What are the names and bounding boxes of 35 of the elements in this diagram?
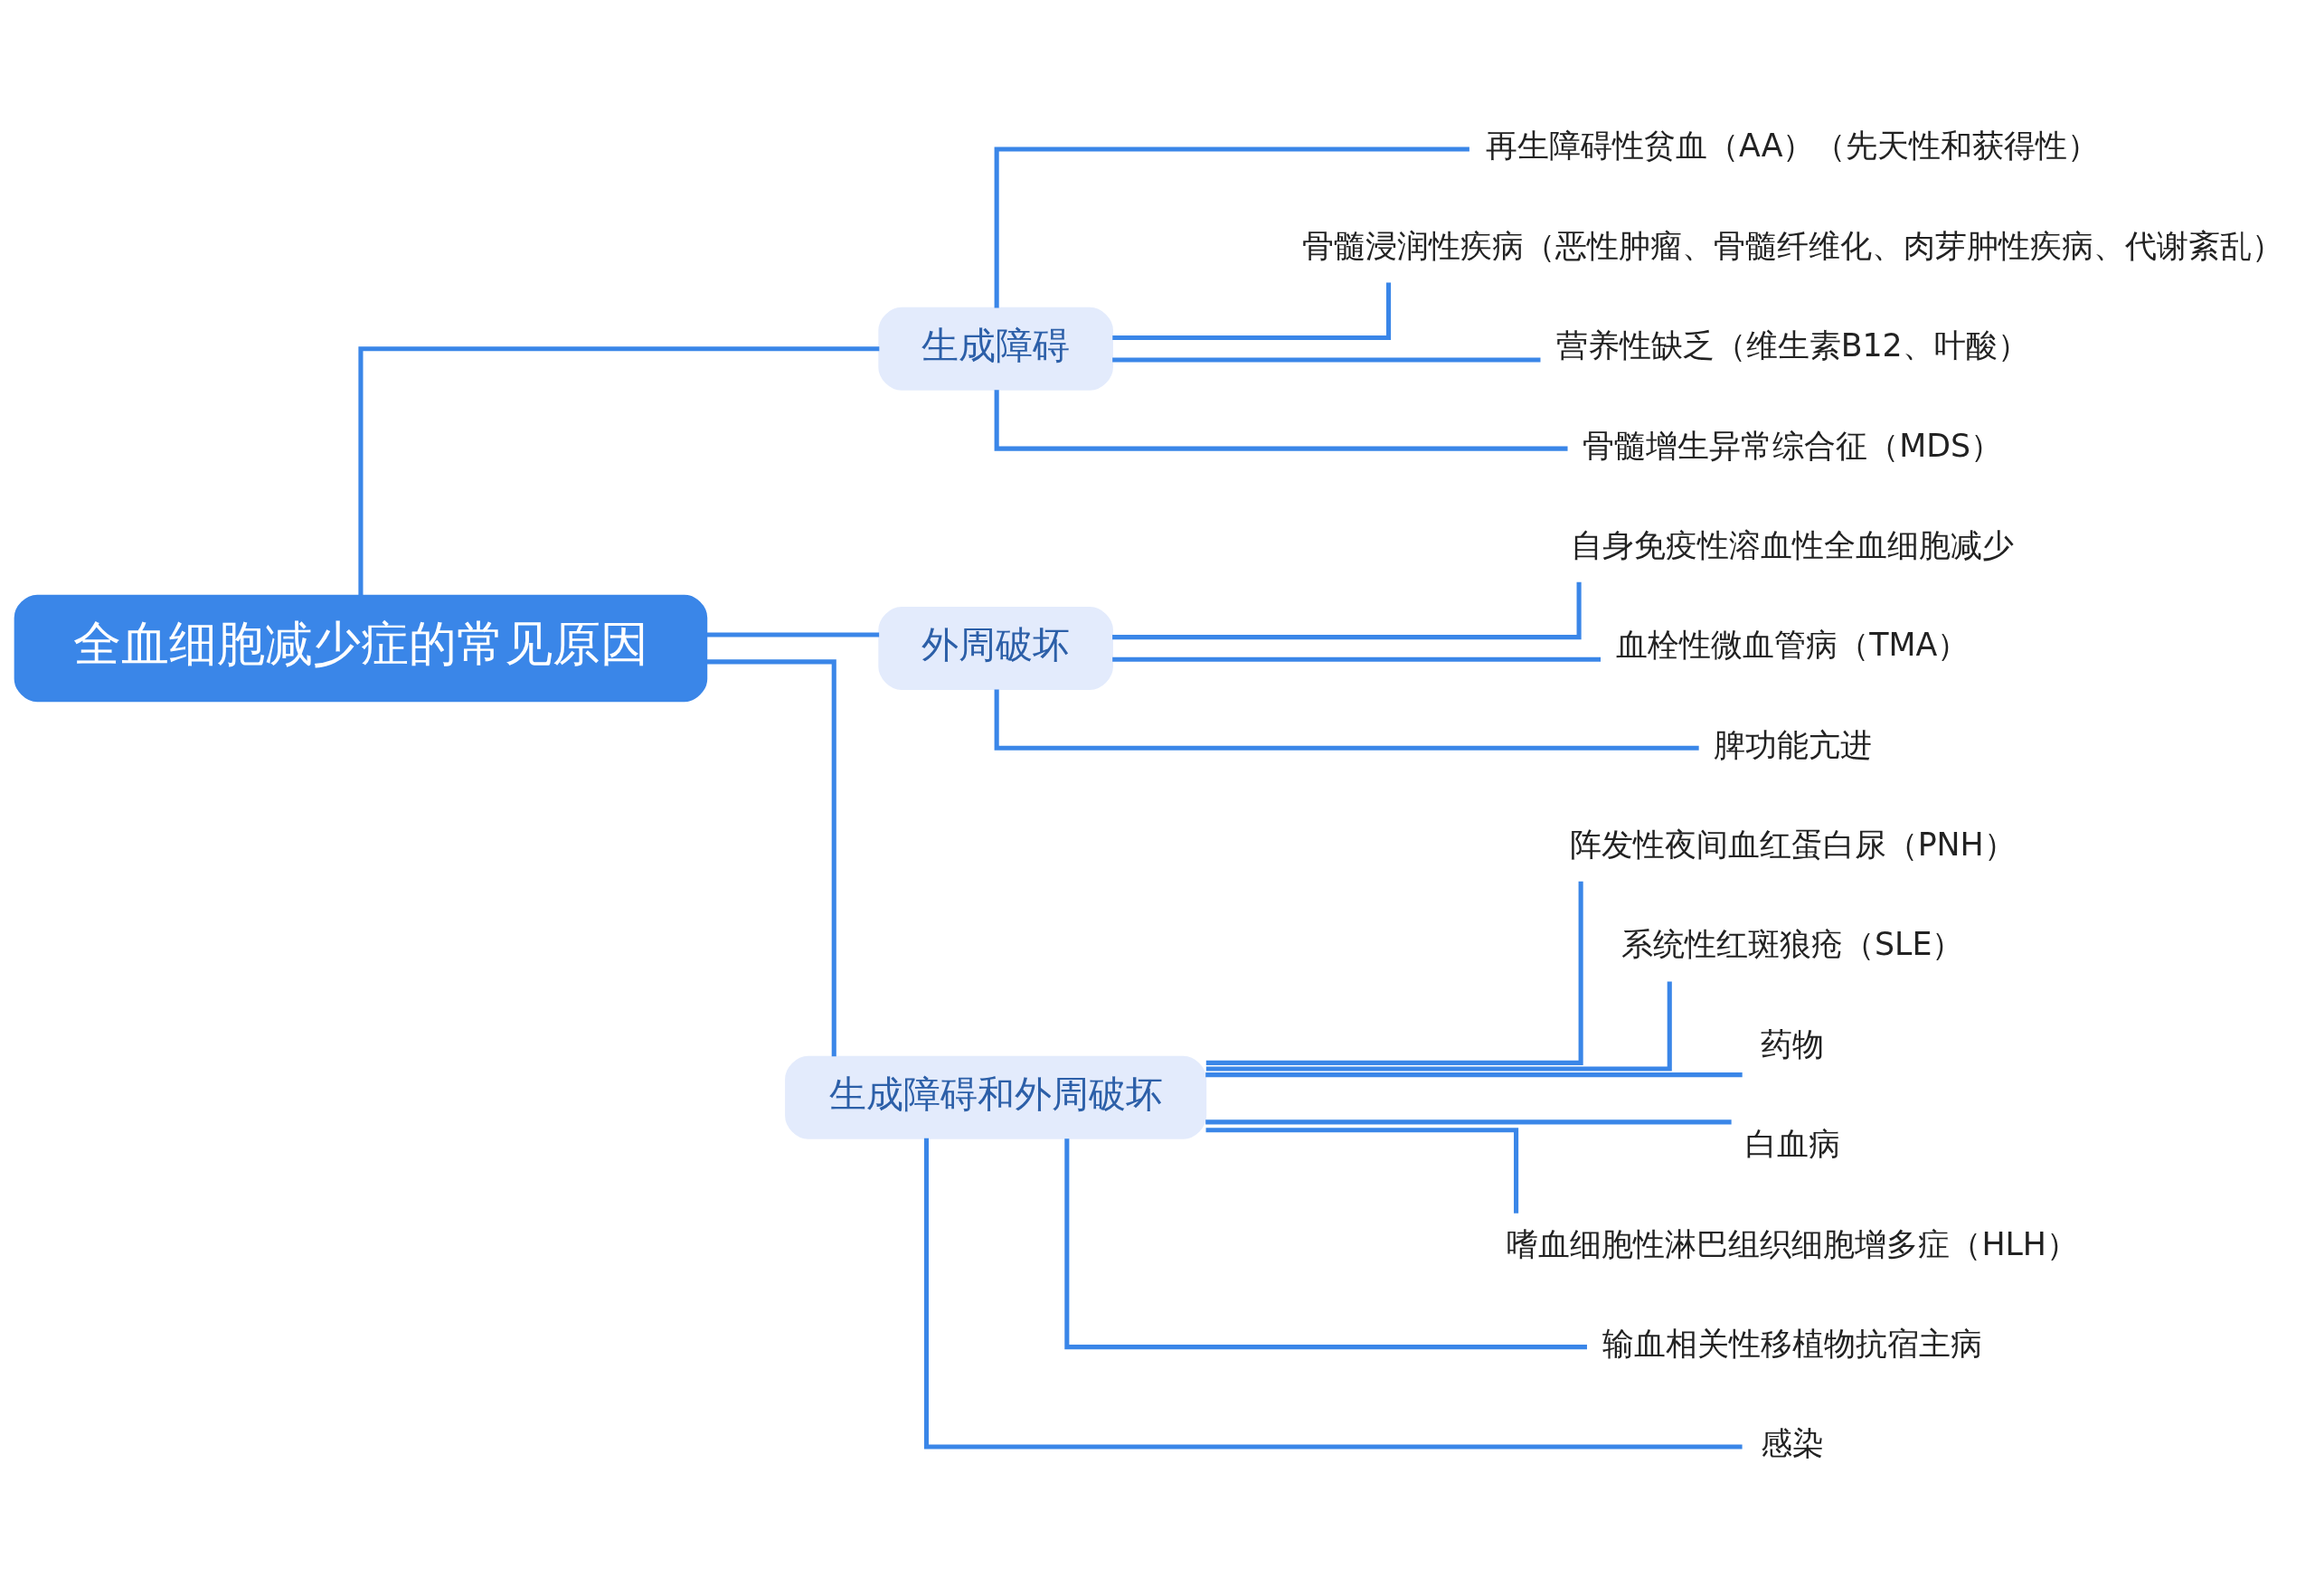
node-text: 骨髓增生异常综合征（MDS）: [1583, 427, 2003, 464]
connector: [706, 659, 836, 1057]
connector: [1205, 881, 1583, 1065]
connector: [706, 632, 880, 637]
node-text: 脾功能亢进: [1713, 726, 1872, 763]
node-text: 感染: [1761, 1425, 1825, 1462]
connector: [923, 1138, 1743, 1450]
connector: [1064, 1138, 1587, 1350]
node-text: 嗜血细胞性淋巴组织细胞增多症（HLH）: [1507, 1225, 2079, 1262]
connector: [1112, 581, 1582, 640]
node-text: 白血病: [1744, 1126, 1840, 1163]
node-text: 自身免疫性溶血性全血细胞减少: [1571, 526, 2015, 563]
connector: [358, 346, 880, 596]
connector: [1112, 357, 1541, 363]
connector: [994, 390, 1568, 451]
node-text: 骨髓浸润性疾病（恶性肿瘤、骨髓纤维化、肉芽肿性疾病、代谢紊乱）: [1301, 227, 2283, 264]
connector: [1205, 1119, 1732, 1125]
node-box: 生成障碍: [878, 307, 1113, 391]
connector: [1205, 1128, 1519, 1214]
connector: [1112, 656, 1601, 662]
node-text: 系统性红斑狼疮（SLE）: [1621, 926, 1964, 963]
node-text: 血栓性微血管病（TMA）: [1616, 627, 1970, 664]
node-text: 营养性缺乏（维生素B12、叶酸）: [1555, 327, 2029, 364]
connector: [1205, 981, 1672, 1072]
node-box: 外周破坏: [878, 606, 1113, 690]
node-box: 生成障碍和外周破坏: [785, 1055, 1207, 1139]
node-box: 全血细胞减少症的常见原因: [14, 594, 708, 703]
connector: [994, 689, 1699, 751]
connector: [1205, 1072, 1743, 1078]
node-text: 输血相关性移植物抗宿主病: [1602, 1326, 1983, 1363]
node-text: 再生障碍性贫血（AA）（先天性和获得性）: [1485, 127, 2100, 165]
connector: [994, 146, 1469, 308]
connector: [1112, 282, 1392, 341]
node-text: 药物: [1761, 1025, 1825, 1062]
node-text: 阵发性夜间血红蛋白尿（PNH）: [1569, 826, 2016, 864]
